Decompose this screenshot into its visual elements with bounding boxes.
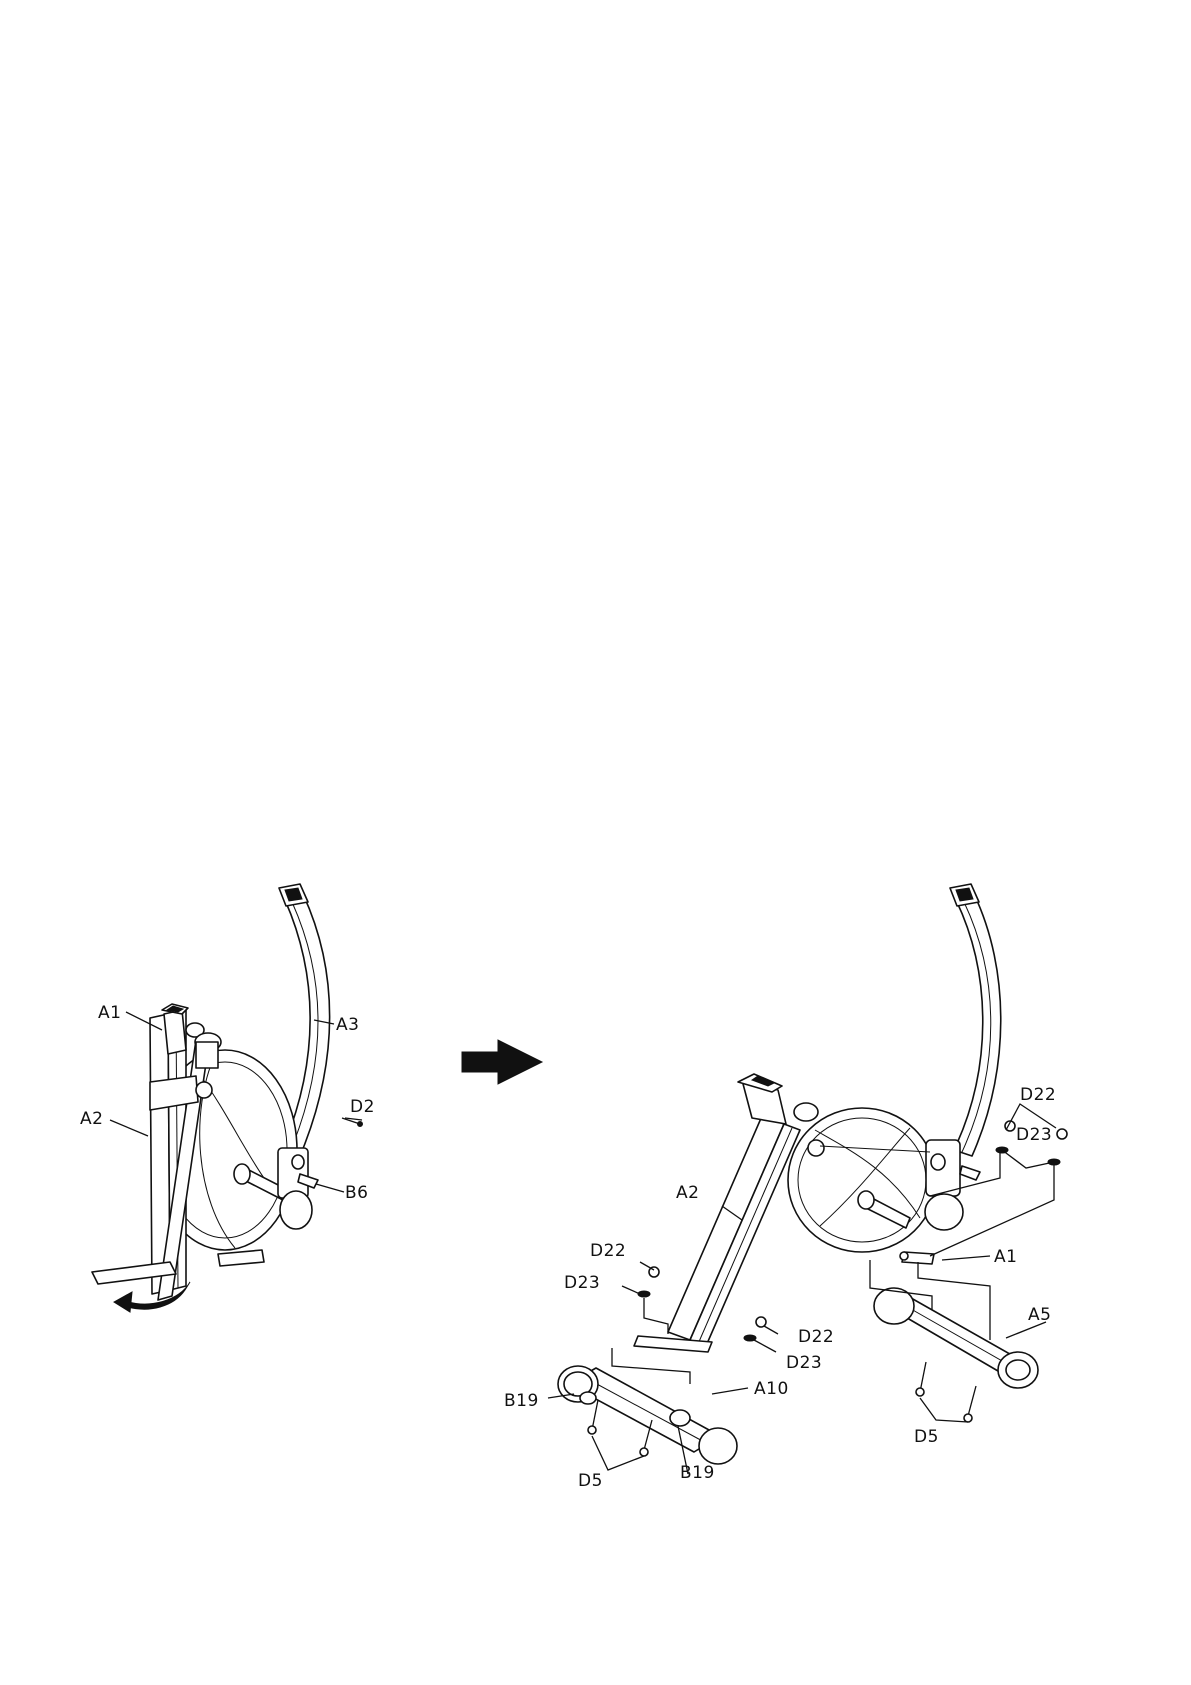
label-a5: A5	[1028, 1305, 1051, 1325]
label-b6: B6	[345, 1183, 368, 1203]
label-a2-right: A2	[676, 1183, 699, 1203]
part-a5-rear-stabilizer	[874, 1288, 1038, 1388]
label-d23-left: D23	[564, 1273, 600, 1293]
right-view: D22 D23 A2 A1 D22 D23 A5 D22 D23 A10 B19…	[504, 884, 1067, 1491]
label-d2: D2	[350, 1097, 375, 1117]
label-a1: A1	[98, 1003, 121, 1023]
right-arrow-icon	[462, 1040, 542, 1084]
label-d22-mid: D22	[798, 1327, 834, 1347]
label-d22-left: D22	[590, 1241, 626, 1261]
label-b19-right: B19	[680, 1463, 715, 1483]
hardware-d22-d23-left	[638, 1267, 659, 1297]
part-a3-handle-tube-right	[950, 884, 1001, 1156]
label-a10: A10	[754, 1379, 789, 1399]
left-view: A1 A3 A2 D2 B6	[80, 884, 375, 1312]
label-a3: A3	[336, 1015, 359, 1035]
curved-arrow-head	[114, 1292, 132, 1312]
label-d23-top: D23	[1016, 1125, 1052, 1145]
label-d5-right: D5	[914, 1427, 939, 1447]
label-a1-right: A1	[994, 1247, 1017, 1267]
part-a1-rear-bracket	[900, 1252, 934, 1264]
hardware-d5-right	[916, 1362, 976, 1422]
label-d5-left: D5	[578, 1471, 603, 1491]
hardware-d22-d23-mid	[744, 1317, 766, 1341]
label-a2: A2	[80, 1109, 103, 1129]
part-flywheel-housing-right	[788, 1108, 936, 1252]
label-d23-mid: D23	[786, 1353, 822, 1373]
label-b19-left: B19	[504, 1391, 539, 1411]
label-d22-top: D22	[1020, 1085, 1056, 1105]
